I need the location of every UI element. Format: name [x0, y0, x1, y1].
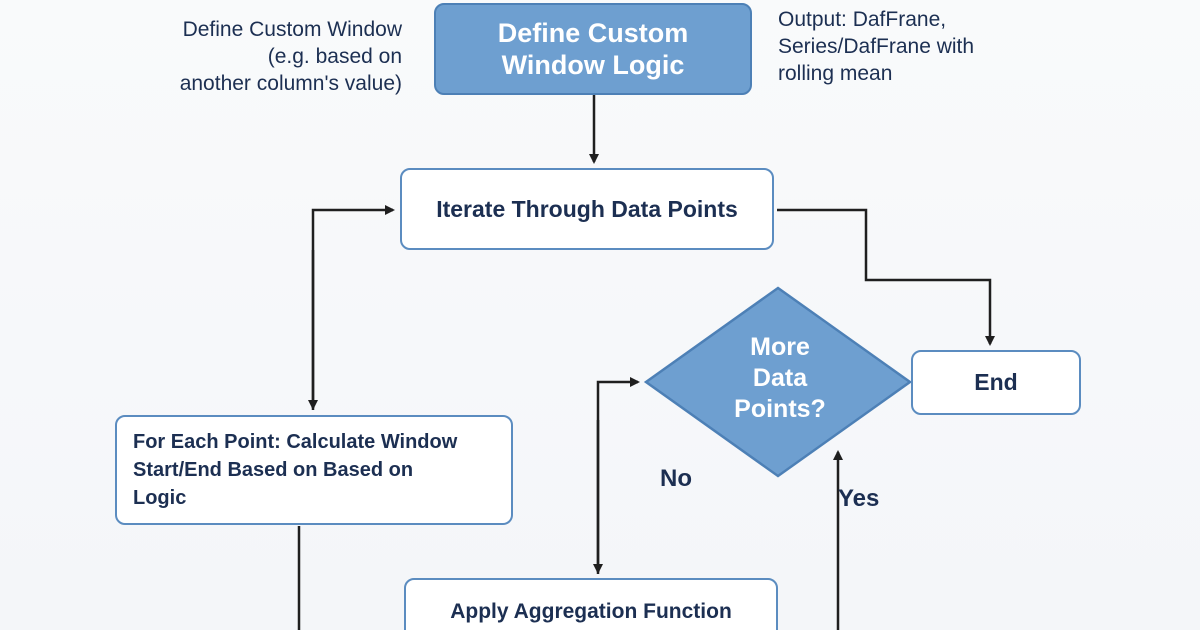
- node-end[interactable]: End: [911, 350, 1081, 415]
- arrow-no-branch: [596, 377, 640, 574]
- node-for-each-point[interactable]: For Each Point: Calculate Window Start/E…: [115, 415, 513, 525]
- arrow-iterate-to-end: [777, 208, 995, 346]
- arrow-loop-to-iterate: [311, 205, 395, 410]
- edge-label-yes: Yes: [838, 485, 880, 512]
- node-iterate-data-points[interactable]: Iterate Through Data Points: [400, 168, 774, 250]
- decision-label[interactable]: More Data Points?: [734, 333, 826, 423]
- decision-diamond: [643, 286, 913, 478]
- note-output: Output: DafFrane, Series/DafFrane with r…: [778, 8, 975, 85]
- node-define-window-logic[interactable]: Define Custom Window Logic: [434, 3, 752, 95]
- note-define-custom-window: Define Custom Window (e.g. based on anot…: [179, 18, 402, 95]
- edge-label-no: No: [660, 465, 692, 492]
- node-apply-aggregation[interactable]: Apply Aggregation Function: [404, 578, 778, 630]
